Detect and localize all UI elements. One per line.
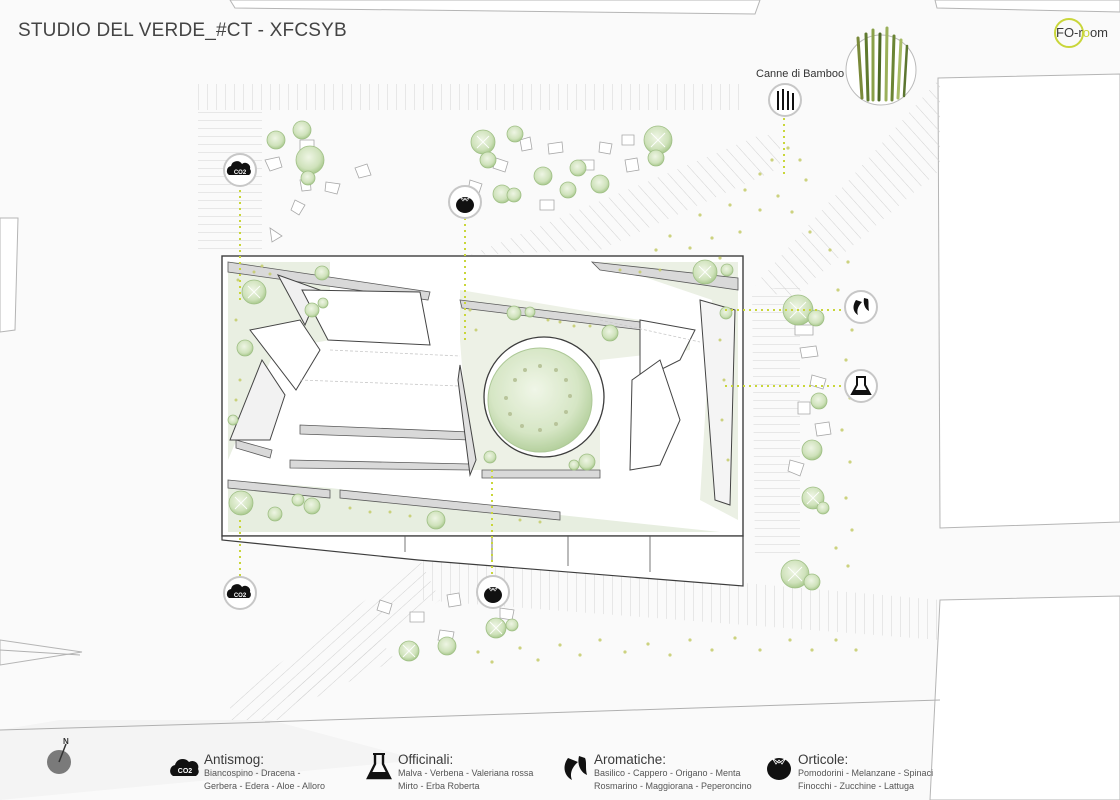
paved-areas	[198, 78, 940, 720]
chili-pepper-icon	[564, 756, 587, 780]
svg-text:CO2: CO2	[178, 768, 193, 775]
flask-icon	[366, 753, 392, 780]
fo-room-logo: FO-room	[1054, 18, 1116, 50]
map-markers: CO2 CO2	[223, 83, 878, 610]
logo-text-highlight: o	[1082, 25, 1090, 40]
bamboo-label: Canne di Bamboo	[756, 68, 845, 80]
legend-species-line: Gerbera - Edera - Aloe - Alloro	[204, 781, 326, 791]
svg-text:CO2: CO2	[234, 593, 247, 599]
bamboo-photo	[845, 26, 917, 106]
legend-species-line: Biancospino - Dracena -	[204, 768, 301, 778]
tomato-icon	[448, 185, 482, 219]
tomato-icon	[767, 757, 791, 780]
logo-ring	[1054, 18, 1084, 48]
chili-pepper-icon	[844, 290, 878, 324]
legend-title: Officinali:	[398, 752, 454, 767]
legend-title: Antismog:	[204, 752, 265, 767]
flask-icon	[844, 369, 878, 403]
ground-cover-dots	[234, 146, 858, 664]
roof-garden-building	[221, 255, 744, 587]
north-arrow-icon	[47, 743, 71, 774]
tomato-icon	[476, 575, 510, 609]
co2-cloud-icon: CO2	[223, 576, 257, 610]
legend-species-line: Finocchi - Zucchine - Lattuga	[798, 781, 915, 791]
legend-species-line: Basilico - Cappero - Origano - Menta	[594, 768, 741, 778]
sheet-title: STUDIO DEL VERDE_#CT - XFCSYB	[18, 20, 347, 41]
legend-title: Orticole:	[798, 752, 849, 767]
north-label: N	[63, 737, 69, 746]
site-boundary-lines	[0, 649, 941, 731]
logo-text-suffix: om	[1089, 25, 1109, 40]
legend-species-line: Pomodorini - Melanzane - Spinaci	[798, 768, 934, 778]
legend-species-line: Mirto - Erba Roberta	[398, 781, 480, 791]
logo-text-prefix: FO-r	[1056, 25, 1083, 40]
logo-text: FO-room	[1056, 25, 1108, 40]
leader-lines	[239, 118, 845, 577]
svg-text:CO2: CO2	[234, 170, 247, 176]
bamboo-icon	[768, 83, 802, 117]
legend-species-line: Rosmarino - Maggiorana - Peperoncino	[594, 781, 752, 791]
legend-title: Aromatiche:	[594, 752, 667, 767]
co2-cloud-icon: CO2	[170, 758, 199, 776]
co2-cloud-icon: CO2	[223, 153, 257, 187]
stepping-stones	[264, 134, 832, 643]
legend-species-line: Malva - Verbena - Valeriana rossa	[398, 768, 534, 778]
